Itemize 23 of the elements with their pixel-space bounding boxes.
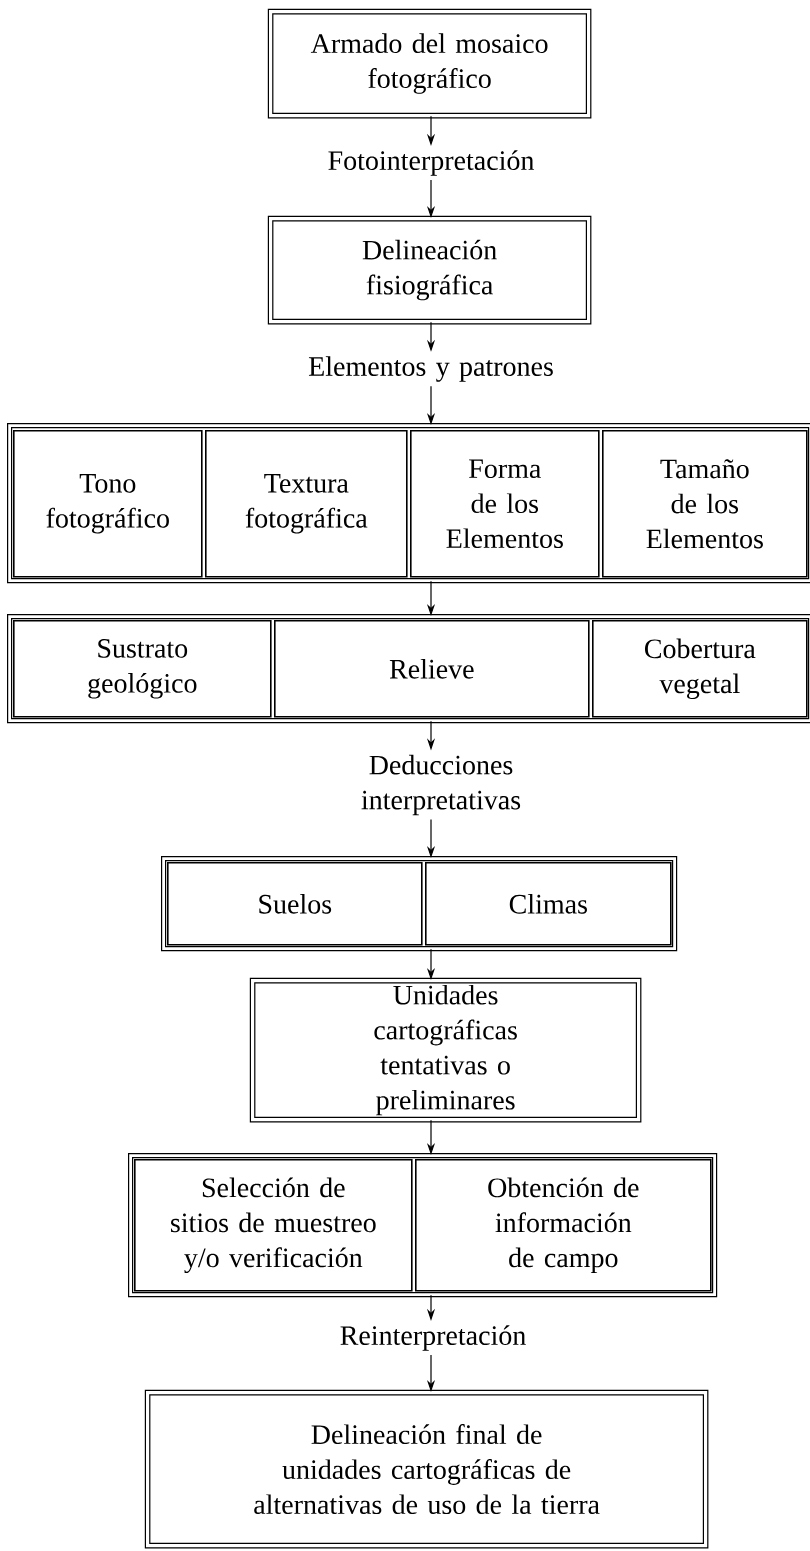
- process-box: Forma de los Elementos: [410, 430, 600, 578]
- process-box: Climas: [425, 862, 672, 946]
- process-box: Cobertura vegetal: [592, 620, 808, 718]
- flow-label: Reinterpretación: [340, 1325, 526, 1351]
- flow-label: Elementos y patrones: [308, 356, 553, 382]
- process-box: Unidades cartográficas tentativas o preliminares: [249, 977, 642, 1123]
- process-box: Selección de sitios de muestreo y/o verificación: [134, 1159, 413, 1292]
- box-row: [161, 856, 678, 952]
- box-row: [7, 614, 810, 724]
- process-box: Textura fotográfica: [205, 430, 408, 578]
- process-box: Delineación final de unidades cartográficas de alternativas de uso de la tierra: [144, 1389, 709, 1549]
- process-box: Sustrato geológico: [13, 620, 272, 718]
- process-box: Tamaño de los Elementos: [602, 430, 808, 578]
- process-box: Relieve: [274, 620, 590, 718]
- process-box: Obtención de información de campo: [415, 1159, 712, 1292]
- process-box: Suelos: [167, 862, 423, 946]
- process-box: Tono fotográfico: [13, 430, 203, 578]
- process-box: Armado del mosaico fotográfico: [267, 8, 592, 119]
- flow-label: Fotointerpretación: [328, 150, 535, 176]
- process-box: Delineación fisiográfica: [267, 215, 592, 325]
- box-row: [7, 423, 810, 584]
- box-row: [128, 1153, 718, 1298]
- flow-label: Deducciones interpretativas: [361, 754, 521, 816]
